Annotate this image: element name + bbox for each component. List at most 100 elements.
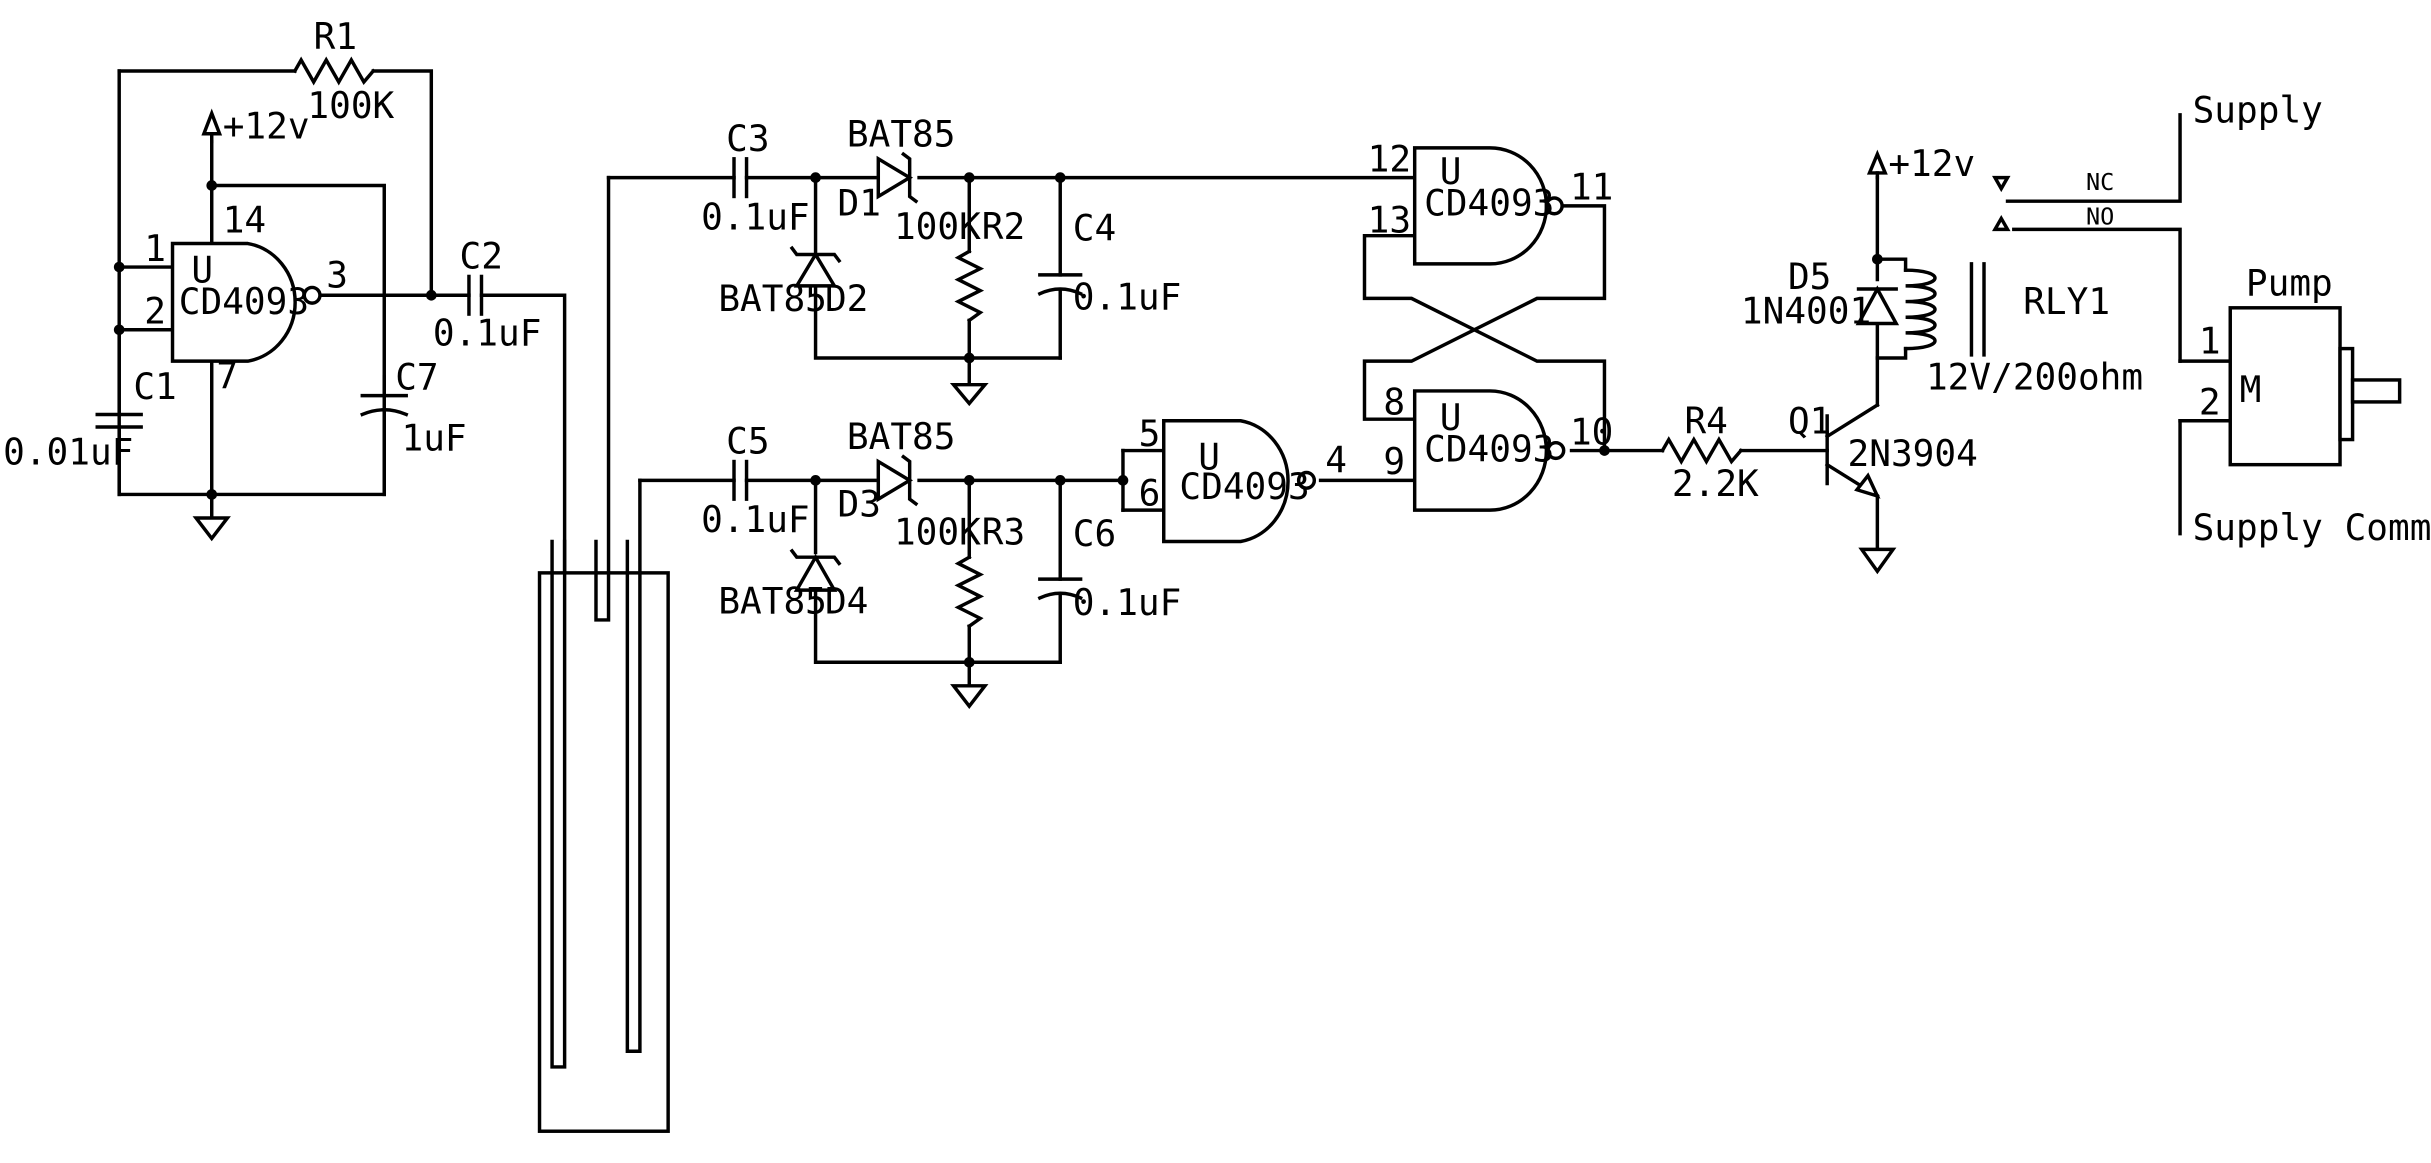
c4-capacitor: C4 0.1uF [1037,207,1182,318]
gate-osc-pin1: 1 [144,228,166,270]
junction-dots-lower [810,475,1129,668]
gate-osc-pin14: 14 [223,200,266,242]
ground-symbol-osc [192,516,231,542]
nand-gate-latch-top: U CD4093 12 13 11 [1368,138,1613,266]
c1-capacitor: C1 0.01uF [3,366,177,474]
relay-contacts: NC NO [1992,113,2182,363]
gate-top-pin12: 12 [1368,138,1411,180]
r3-ref: R3 [982,512,1025,554]
q1-ref: Q1 [1788,400,1831,442]
c7-ref: C7 [395,356,438,398]
c2-ref: C2 [460,236,503,278]
d5-diode: D5 1N4001 [1741,256,1900,333]
latch-cross-wires [1362,204,1665,453]
c7-value: 1uF [402,418,467,460]
junction-dots-osc [113,180,437,500]
oscillator-section: R1 100K +12v U CD4093 1 2 3 14 7 C1 0.01… [3,16,567,622]
gate-inv-pin4: 4 [1325,439,1347,481]
nand-gate-inverter: U CD4093 5 6 4 [1139,413,1347,544]
pump-title: Pump [2246,262,2333,304]
gate-top-pin11: 11 [1570,167,1613,209]
c5-value: 0.1uF [701,499,810,541]
gate-inv-u: U [1198,436,1220,478]
d1-ref: D1 [838,182,881,224]
nand-gate-osc: U CD4093 1 2 3 14 7 [144,200,348,397]
gate-bot-pin8: 8 [1383,381,1405,423]
vcc-arrow-osc: +12v [201,105,310,147]
contact-nc-label: NC [2086,168,2114,196]
d2-part: BAT85 [718,278,827,320]
lower-detector-wires [638,448,1417,688]
ground-symbol-upper [949,382,989,407]
gate-osc-pin7: 7 [216,355,238,397]
ground-symbol-lower [950,684,989,710]
gate-top-u: U [1440,151,1462,193]
pump-pin1: 1 [2199,320,2221,362]
r2-value: 100K [894,206,981,248]
q1-transistor: Q1 2N3904 [1788,400,1978,499]
d3-ref: D3 [838,483,881,525]
r4-value: 2.2K [1672,463,1759,505]
nand-gate-latch-bottom: U CD4093 8 9 10 [1383,381,1613,512]
r4-resistor: R4 2.2K [1660,400,1759,505]
c5-capacitor: C5 0.1uF [701,421,810,541]
c3-ref: C3 [726,118,769,160]
r4-ref: R4 [1684,400,1727,442]
d3-part: BAT85 [847,416,956,458]
upper-detector-wires [606,175,1417,387]
pump-motor-letter: M [2240,369,2262,411]
pump-motor-shaft [2350,378,2402,404]
lower-detector-section: C5 0.1uF BAT85 D3 BAT85 D4 100K R3 C6 0.… [638,413,1417,710]
c3-value: 0.1uF [701,196,810,238]
vcc-label-osc: +12v [223,105,310,147]
pump-section: Pump M 1 2 Supply Supply Common [2178,90,2431,549]
d4-part: BAT85 [718,581,827,623]
gate-osc-u: U [191,250,213,292]
r1-value: 100K [307,85,394,127]
pump-motor-flange [2338,346,2355,442]
r3-resistor: 100K R3 [894,512,1025,629]
gate-osc-pin2: 2 [144,291,166,333]
vcc-arrow-driver: +12v [1866,143,1975,185]
driver-section: +12v R4 2.2K D5 1N4001 RLY1 12V/200ohm Q… [1660,113,2182,575]
d5-ref: D5 [1788,256,1831,298]
r1-ref: R1 [314,16,357,58]
relay-coil: RLY1 12V/200ohm [1903,262,2143,398]
sr-latch-section: U CD4093 12 13 11 U CD4093 8 9 10 [1362,138,1665,512]
pump-pin2: 2 [2199,381,2221,423]
d3-diode: BAT85 D3 [838,416,956,525]
c1-ref: C1 [133,366,176,408]
gate-top-pin13: 13 [1368,200,1411,242]
c1-value: 0.01uF [3,432,133,474]
supply-common-label: Supply Common [2193,507,2431,549]
r2-resistor: 100K R2 [894,206,1025,323]
gate-osc-pin3: 3 [326,254,348,296]
junction-dot-coil [1872,253,1883,265]
gate-inv-part: CD4093 [1179,466,1309,508]
gate-inv-pin6: 6 [1139,472,1161,514]
driver-wires [1739,175,1908,552]
c4-ref: C4 [1073,207,1116,249]
d2-diode: BAT85 D2 [718,245,868,320]
c2-capacitor: C2 0.1uF [433,236,542,355]
c4-value: 0.1uF [1073,276,1182,318]
gate-bot-part: CD4093 [1424,429,1554,471]
ground-symbol-driver [1858,547,1897,575]
upper-detector-section: C3 0.1uF BAT85 D1 BAT85 D2 100K R2 C4 0.… [606,113,1417,407]
junction-dots-upper [810,172,1066,364]
pump-motor-body [2228,306,2342,467]
supply-label: Supply [2193,90,2323,132]
c7-capacitor: C7 1uF [360,356,467,497]
c3-capacitor: C3 0.1uF [701,118,810,238]
c6-ref: C6 [1073,513,1116,555]
c6-capacitor: C6 0.1uF [1037,513,1182,624]
d1-diode: BAT85 D1 [838,113,956,224]
gate-top-part: CD4093 [1424,182,1554,224]
c6-value: 0.1uF [1073,582,1182,624]
pump-wires [2178,359,2232,536]
gate-bot-u: U [1440,397,1462,439]
gate-bot-pin9: 9 [1383,441,1405,483]
gate-osc-part: CD4093 [179,281,309,323]
c5-ref: C5 [726,421,769,463]
water-tank-probes [537,175,670,1133]
